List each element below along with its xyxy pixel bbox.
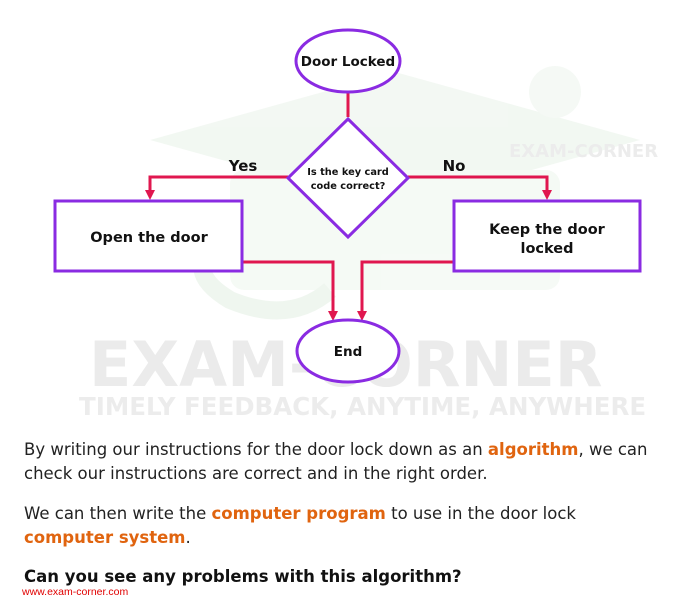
paragraph2-text-end: . xyxy=(185,528,191,547)
keep-locked-label-line2: locked xyxy=(521,241,574,257)
end-node xyxy=(295,318,401,384)
paragraph-algorithm: By writing our instructions for the door… xyxy=(24,438,664,486)
arrow-decision-to-keep xyxy=(408,175,552,200)
keep-locked-box xyxy=(452,199,642,273)
question-heading: Can you see any problems with this algor… xyxy=(24,567,462,586)
keep-locked-label-line1: Keep the door xyxy=(489,222,606,238)
end-label: End xyxy=(334,344,363,360)
highlight-algorithm: algorithm xyxy=(487,440,579,459)
flowchart-diagram: EXAM-CORNER EXAM-CORNER TIMELY FEEDBACK,… xyxy=(53,28,658,421)
paragraph1-text-end: , we can check our instructions are corr… xyxy=(24,440,648,483)
yes-label: Yes xyxy=(228,157,258,175)
paragraph-program: We can then write the computer program t… xyxy=(24,502,664,550)
watermark-small-title: EXAM-CORNER xyxy=(509,141,658,162)
website-link[interactable]: www.exam-corner.com xyxy=(22,586,129,598)
paragraph2-text-start: We can then write the xyxy=(24,504,212,523)
highlight-computer-system: computer system xyxy=(24,528,186,547)
open-door-box xyxy=(53,199,244,273)
highlight-computer-program: computer program xyxy=(211,504,386,523)
arrow-keep-to-end xyxy=(357,260,454,321)
decision-label-line1: Is the key card xyxy=(307,167,389,178)
start-label: Door Locked xyxy=(301,54,395,70)
decision-node xyxy=(285,116,411,240)
arrow-open-to-end xyxy=(242,260,338,321)
arrow-decision-to-open xyxy=(145,175,288,200)
open-door-label: Open the door xyxy=(90,230,208,246)
connectors xyxy=(145,92,552,321)
paragraph2-text-middle: to use in the door lock xyxy=(385,504,576,523)
decision-label-line2: code correct? xyxy=(311,181,386,192)
no-label: No xyxy=(443,157,466,175)
watermark-tagline: TIMELY FEEDBACK, ANYTIME, ANYWHERE xyxy=(79,392,646,421)
start-node xyxy=(294,28,402,94)
paragraph1-text-start: By writing our instructions for the door… xyxy=(24,440,488,459)
